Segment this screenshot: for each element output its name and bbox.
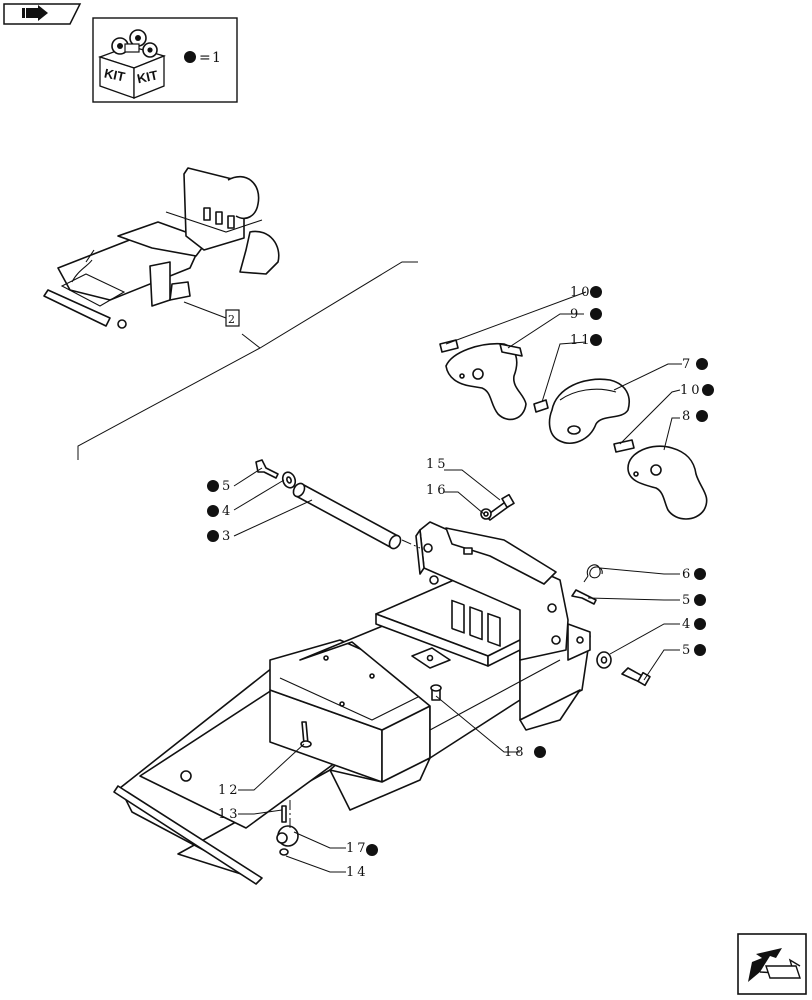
- kit-marker-icon: [702, 384, 714, 396]
- callout-5-right-upper: 5: [682, 593, 706, 608]
- callout-number: 10: [570, 285, 593, 300]
- callout-number: 16: [426, 483, 449, 498]
- pin-and-bolts: [255, 459, 651, 687]
- callout-number: 14: [346, 865, 369, 880]
- reference-number: 2: [228, 313, 235, 326]
- callout-14: 14: [346, 865, 369, 880]
- kit-label-right: KIT: [136, 67, 160, 86]
- next-arrow-icon: [748, 948, 801, 982]
- kit-marker-icon: [207, 505, 219, 517]
- main-assembly: [113, 521, 591, 885]
- kit-parts-icon: [111, 29, 158, 58]
- center-lines: [289, 539, 421, 828]
- callout-4-right: 4: [682, 617, 706, 632]
- callout-number: 8: [682, 409, 693, 424]
- kit-marker-icon: [696, 358, 708, 370]
- kit-marker-icon: [207, 530, 219, 542]
- callout-number: 4: [682, 617, 693, 632]
- callout-13: 13: [218, 807, 241, 822]
- kit-dot-icon: [184, 51, 196, 63]
- callout-number: 18: [504, 745, 527, 760]
- nav-back-tab[interactable]: [3, 3, 82, 25]
- callout-number: 7: [682, 357, 693, 372]
- kit-label-left: KIT: [103, 65, 127, 84]
- latch-parts: [439, 339, 708, 520]
- callout-10-lower: 10: [680, 383, 714, 398]
- callout-18: 18: [504, 745, 546, 760]
- kit-marker-icon: [366, 844, 378, 856]
- callout-7: 7: [682, 357, 708, 372]
- callout-15: 15: [426, 457, 449, 472]
- callout-12: 12: [218, 783, 241, 798]
- kit-legend: KIT KIT = 1: [92, 17, 238, 103]
- kit-marker-icon: [534, 746, 546, 758]
- callout-number: 5: [222, 479, 233, 494]
- overview-to-main-bracket: [77, 261, 418, 460]
- callout-6: 6: [682, 567, 706, 582]
- callout-number: 5: [682, 593, 693, 608]
- kit-marker-icon: [696, 410, 708, 422]
- callout-number: 13: [218, 807, 241, 822]
- callout-number: 12: [218, 783, 241, 798]
- kit-marker-icon: [694, 568, 706, 580]
- reference-label: 2: [183, 301, 240, 327]
- leader-lines: [233, 291, 682, 873]
- callout-number: 17: [346, 841, 369, 856]
- callout-number: 11: [570, 333, 593, 348]
- callout-number: 6: [682, 567, 693, 582]
- callout-number: 3: [222, 529, 233, 544]
- kit-box-icon: KIT KIT: [98, 29, 166, 99]
- callout-3: 3: [207, 529, 233, 544]
- arrow-icon: [22, 5, 48, 21]
- callout-11: 11: [570, 333, 602, 348]
- kit-marker-icon: [590, 286, 602, 298]
- kit-marker-icon: [694, 594, 706, 606]
- callout-9: 9: [570, 307, 602, 322]
- overview-assembly: [43, 167, 280, 329]
- callout-5-left: 5: [207, 479, 233, 494]
- kit-marker-icon: [207, 480, 219, 492]
- callout-17: 17: [346, 841, 378, 856]
- kit-equals-value: 1: [212, 50, 221, 66]
- callout-4-left: 4: [207, 504, 233, 519]
- callout-10-upper: 10: [570, 285, 602, 300]
- callout-number: 4: [222, 504, 233, 519]
- callout-number: 10: [680, 383, 703, 398]
- callout-number: 15: [426, 457, 449, 472]
- callout-8: 8: [682, 409, 708, 424]
- kit-marker-icon: [590, 308, 602, 320]
- equals-sign: =: [199, 50, 211, 66]
- callout-16: 16: [426, 483, 449, 498]
- kit-marker-icon: [694, 618, 706, 630]
- callout-number: 9: [570, 307, 581, 322]
- kit-marker-icon: [590, 334, 602, 346]
- kit-marker-icon: [694, 644, 706, 656]
- nav-next-button[interactable]: [737, 933, 807, 995]
- callout-5-right-lower: 5: [682, 643, 706, 658]
- callout-number: 5: [682, 643, 693, 658]
